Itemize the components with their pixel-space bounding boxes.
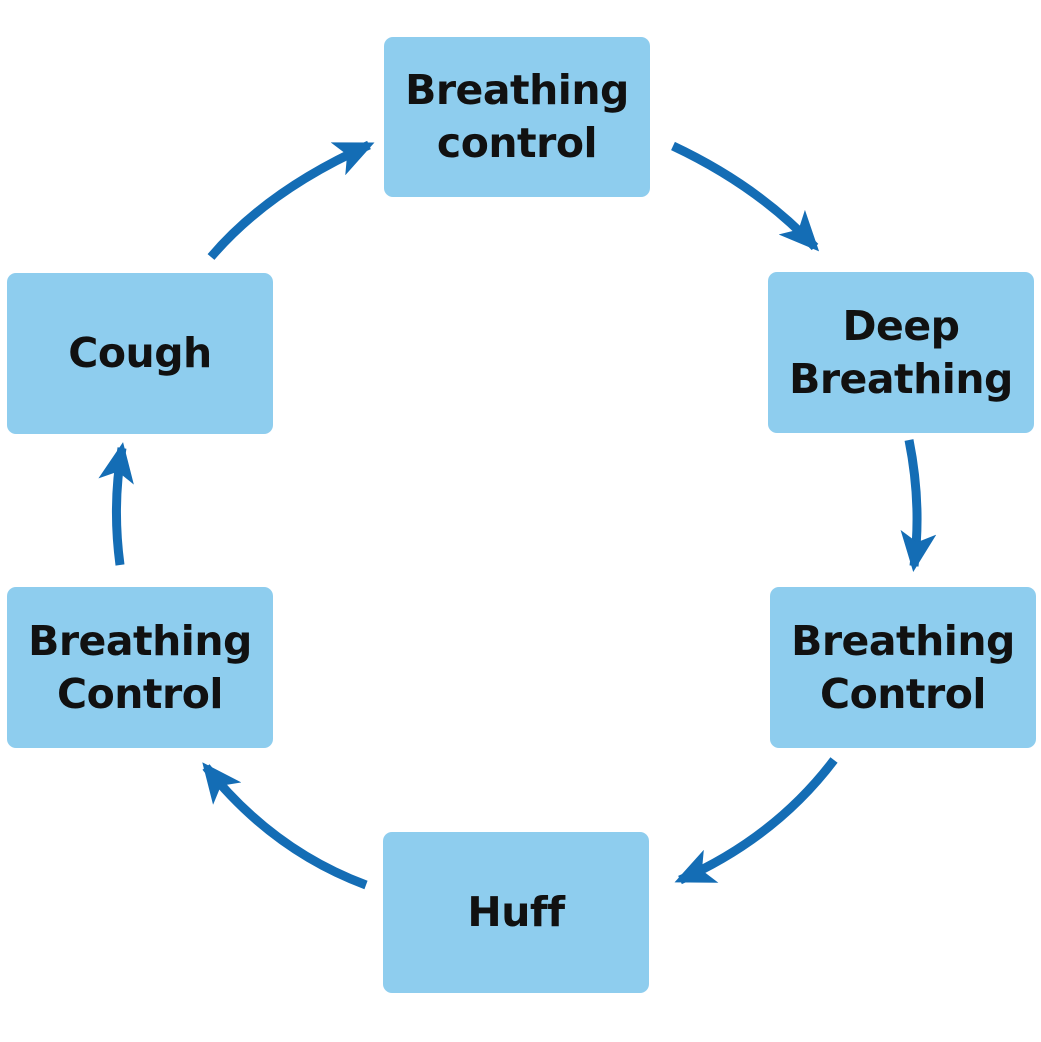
- node-breathing-control-right: Breathing Control: [770, 587, 1036, 748]
- arrow-top-to-deep-breathing: [671, 141, 820, 252]
- node-cough: Cough: [7, 273, 273, 434]
- node-breathing-control-left: Breathing Control: [7, 587, 273, 748]
- arrow-huff-to-breathing-control-left: [202, 762, 368, 890]
- node-huff: Huff: [383, 832, 649, 993]
- node-deep-breathing: Deep Breathing: [768, 272, 1034, 433]
- arrow-deep-breathing-to-breathing-control-right: [900, 439, 937, 572]
- arrow-cough-to-breathing-control-top: [207, 140, 375, 260]
- arrow-breathing-control-right-to-huff: [674, 757, 838, 885]
- arrow-breathing-control-left-to-cough: [98, 442, 134, 566]
- node-breathing-control-top: Breathing control: [384, 37, 650, 197]
